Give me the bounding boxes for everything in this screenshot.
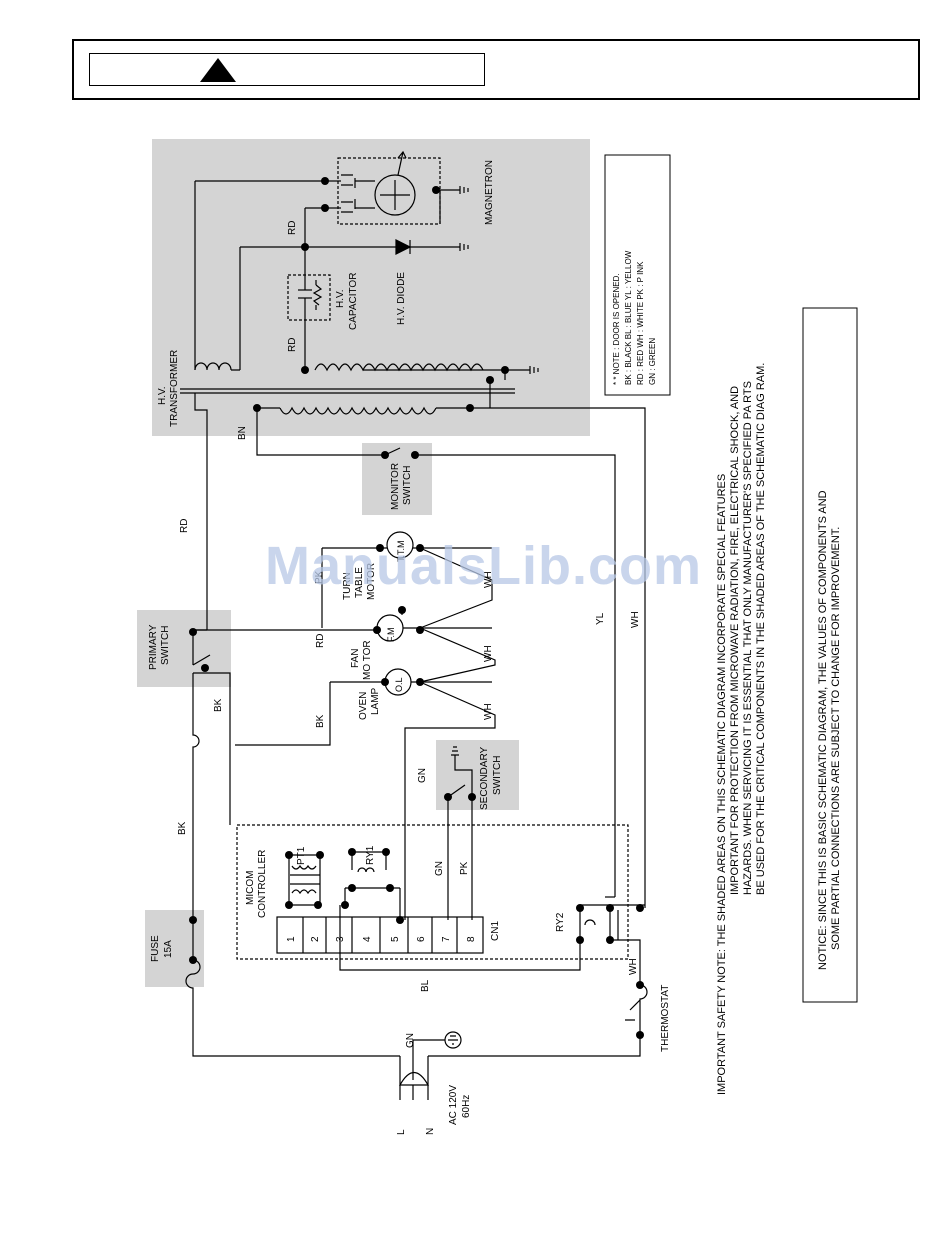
terminal-3: 3 <box>335 936 346 942</box>
label-primary-switch-2: SWITCH <box>160 626 171 665</box>
label-micom-2: CONTROLLER <box>257 850 268 918</box>
wire-wh-thermo: WH <box>628 958 639 975</box>
color-note-line-2: BK : BLACK BL : BLUE YL : YELLOW <box>624 250 633 385</box>
label-plug-l: L <box>396 1129 407 1135</box>
wire-rd-fan: RD <box>315 634 326 648</box>
label-ac-1: AC 120V <box>448 1085 459 1125</box>
wire-rd-top: RD <box>287 221 298 235</box>
terminal-4: 4 <box>362 936 373 942</box>
label-plug-n: N <box>425 1128 436 1135</box>
label-micom-1: MICOM <box>245 871 256 905</box>
watermark: ManualsLib.com <box>265 536 703 596</box>
label-fuse-1: FUSE <box>150 935 161 962</box>
color-note-line-4: GN : GREEN <box>648 338 657 385</box>
header-frame <box>72 39 920 100</box>
wire-bk-fuse: BK <box>177 821 188 835</box>
wire-rd-lower: RD <box>287 338 298 352</box>
label-ttm-1: TURN <box>342 572 353 600</box>
wire-bl: BL <box>420 979 431 992</box>
warning-triangle-icon <box>200 58 236 82</box>
wire-wh-ttm: WH <box>483 571 494 588</box>
label-secondary-switch-2: SWITCH <box>492 756 503 795</box>
label-hv-transformer-2: TRANSFORMER <box>169 350 180 427</box>
shaded-areas <box>137 139 590 987</box>
label-fan-motor-2: MO TOR <box>362 640 373 680</box>
label-thermostat: THERMOSTAT <box>660 985 671 1052</box>
hv-capacitor <box>287 247 331 370</box>
label-hv-capacitor-2: CAPACITOR <box>348 273 359 330</box>
label-monitor-switch-2: SWITCH <box>402 466 413 505</box>
terminal-1: 1 <box>286 936 297 942</box>
wire-bn: BN <box>237 426 248 440</box>
label-hv-capacitor-1: H.V. <box>335 289 346 308</box>
label-ttm-3: MOTOR <box>366 563 377 600</box>
wire-rd-main: RD <box>179 519 190 533</box>
wire-wh-right: WH <box>630 611 641 628</box>
label-primary-switch-1: PRIMARY <box>148 624 159 670</box>
label-cn1: CN1 <box>490 921 501 941</box>
label-hv-diode: H.V. DIODE <box>396 272 407 325</box>
color-note-line-3: RD : RED WH : WHITE PK : P INK <box>636 261 645 385</box>
wire-gn-cn: GN <box>434 861 445 876</box>
label-ttm-2: TABLE <box>354 567 365 598</box>
label-ac-2: 60Hz <box>461 1095 472 1118</box>
safety-note-line-1: IMPORTANT SAFETY NOTE: THE SHADED AREAS … <box>716 474 728 1095</box>
label-fan-motor-1: FAN <box>350 649 361 668</box>
warning-banner <box>89 53 485 86</box>
wire-wh-fan: WH <box>483 645 494 662</box>
wire-yl: YL <box>595 612 606 625</box>
wire-bk-lamp: BK <box>315 714 326 728</box>
notice-box <box>802 307 858 1003</box>
label-hv-transformer-1: H.V. <box>157 386 168 405</box>
terminal-5: 5 <box>390 936 401 942</box>
junction-dots <box>189 177 644 1039</box>
label-oven-lamp-2: LAMP <box>370 687 381 715</box>
label-oven-lamp-1: OVEN <box>358 692 369 720</box>
label-monitor-switch-1: MONITOR <box>390 463 401 510</box>
label-ol-circle: O.L <box>394 677 404 692</box>
label-ttm-circle: T.T.M <box>396 541 406 563</box>
micom-controller-box <box>236 824 629 960</box>
wire-wh-lamp: WH <box>483 703 494 720</box>
label-secondary-switch-1: SECONDARY <box>479 747 490 810</box>
safety-note-line-4: BE USED FOR THE CRITICAL COMPONENTS IN T… <box>755 363 767 895</box>
notice-line-2: SOME PARTIAL CONNECTIONS ARE SUBJECT TO … <box>830 527 842 950</box>
wire-pk-ttm: PK <box>314 570 325 584</box>
notice-line-1: NOTICE: SINCE THIS IS BASIC SCHEMATIC DI… <box>817 490 829 970</box>
color-note-box <box>604 154 671 396</box>
wire-gn-sec: GN <box>417 768 428 783</box>
terminal-8: 8 <box>466 936 477 942</box>
safety-note-line-2: IMPORTANT FOR PROTECTION FROM MICROWAVE … <box>729 386 741 895</box>
wire-pk-cn: PK <box>459 861 470 875</box>
terminal-2: 2 <box>310 936 321 942</box>
wire-bk-primary: BK <box>213 698 224 712</box>
label-fm-circle: F.M <box>386 628 396 643</box>
terminal-7: 7 <box>441 936 452 942</box>
label-pt1: PT1 <box>296 846 307 865</box>
label-ry1: RY1 <box>365 845 376 865</box>
label-ry2: RY2 <box>555 912 566 932</box>
wire-gn-ground: GN <box>405 1033 416 1048</box>
label-fuse-2: 15A <box>163 940 174 958</box>
safety-note-line-3: HAZARDS. WHEN SERVICING IT IS ESSENTIAL … <box>742 381 754 895</box>
color-note-line-1: * * NOTE : DOOR IS OPENED. <box>612 273 621 385</box>
terminal-6: 6 <box>416 936 427 942</box>
hv-diode <box>305 239 469 255</box>
label-magnetron: MAGNETRON <box>484 160 495 225</box>
